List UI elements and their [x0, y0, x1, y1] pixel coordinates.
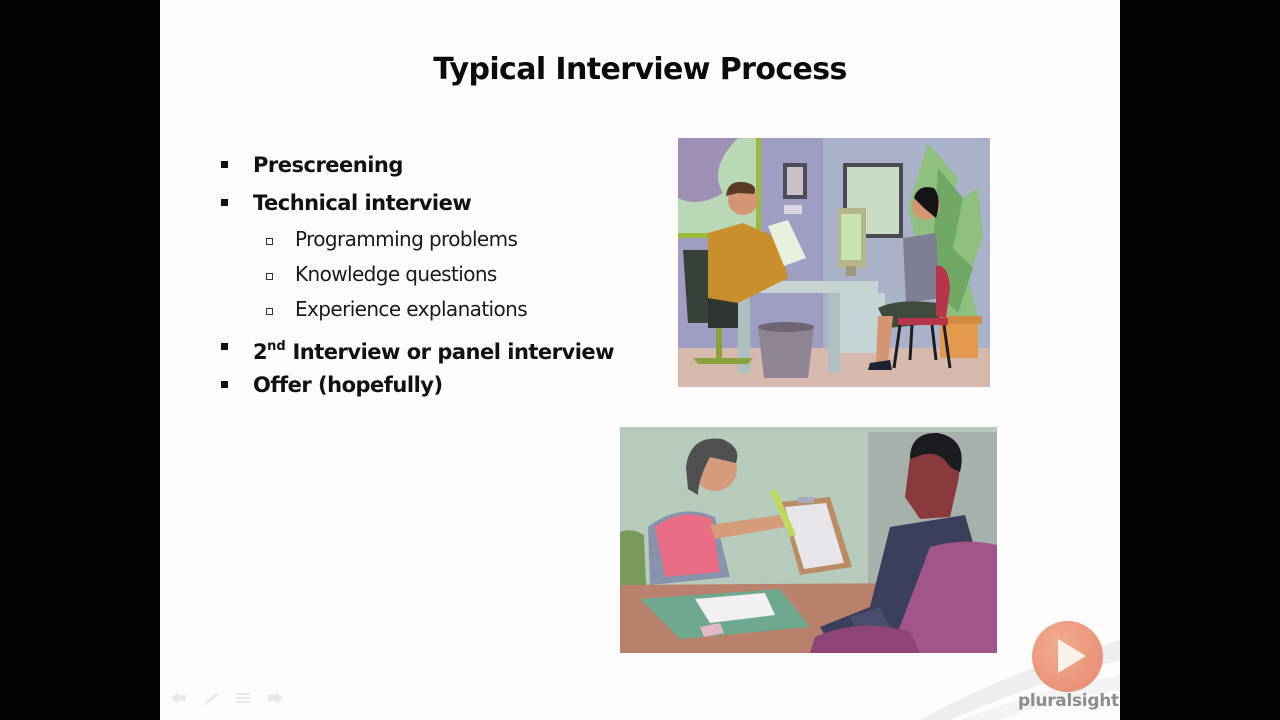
letterbox-right	[1120, 0, 1280, 720]
square-bullet-icon	[221, 381, 228, 388]
bullet-item: Offer (hopefully)	[218, 370, 658, 408]
hollow-square-bullet-icon	[266, 273, 273, 280]
bullet-item: Technical interview	[218, 188, 658, 224]
sub-bullet-text: Knowledge questions	[295, 262, 497, 286]
bullet-text: Interview or panel interview	[285, 340, 615, 364]
clipboard-clipart	[620, 427, 997, 653]
interview-office-clipart	[678, 138, 990, 387]
arrow-right-icon	[268, 692, 283, 704]
sub-bullet-text: Experience explanations	[295, 297, 528, 321]
pen-tool-button[interactable]	[202, 690, 220, 706]
bullet-item: 2nd Interview or panel interview	[218, 332, 658, 370]
sub-bullet-item: Knowledge questions	[218, 259, 658, 294]
sub-bullet-item: Experience explanations	[218, 294, 658, 332]
bullet-text: Technical interview	[253, 191, 472, 215]
pen-icon	[204, 693, 218, 705]
letterbox-left	[0, 0, 160, 720]
next-slide-button[interactable]	[266, 690, 284, 706]
bullet-prefix: 2	[253, 340, 268, 364]
arrow-left-icon	[171, 692, 186, 704]
hollow-square-bullet-icon	[266, 238, 273, 245]
slide-menu-button[interactable]	[234, 690, 252, 706]
sub-bullet-item: Programming problems	[218, 224, 658, 259]
square-bullet-icon	[221, 161, 228, 168]
bullet-superscript: nd	[267, 339, 286, 354]
sub-bullet-text: Programming problems	[295, 227, 518, 251]
bullet-list: Prescreening Technical interview Program…	[218, 150, 658, 408]
pluralsight-logo: pluralsight	[1018, 691, 1119, 711]
previous-slide-button[interactable]	[170, 690, 188, 706]
presentation-slide: Typical Interview Process Prescreening T…	[160, 0, 1120, 720]
pluralsight-play-icon	[1032, 621, 1103, 692]
bullet-text: Prescreening	[253, 153, 403, 177]
bullet-text: Offer (hopefully)	[253, 373, 443, 397]
menu-icon	[236, 693, 250, 703]
play-triangle-icon	[1058, 639, 1086, 673]
square-bullet-icon	[221, 343, 228, 350]
hollow-square-bullet-icon	[266, 308, 273, 315]
bullet-item: Prescreening	[218, 150, 658, 188]
player-controls	[170, 690, 284, 706]
slide-title: Typical Interview Process	[433, 52, 847, 87]
square-bullet-icon	[221, 199, 228, 206]
